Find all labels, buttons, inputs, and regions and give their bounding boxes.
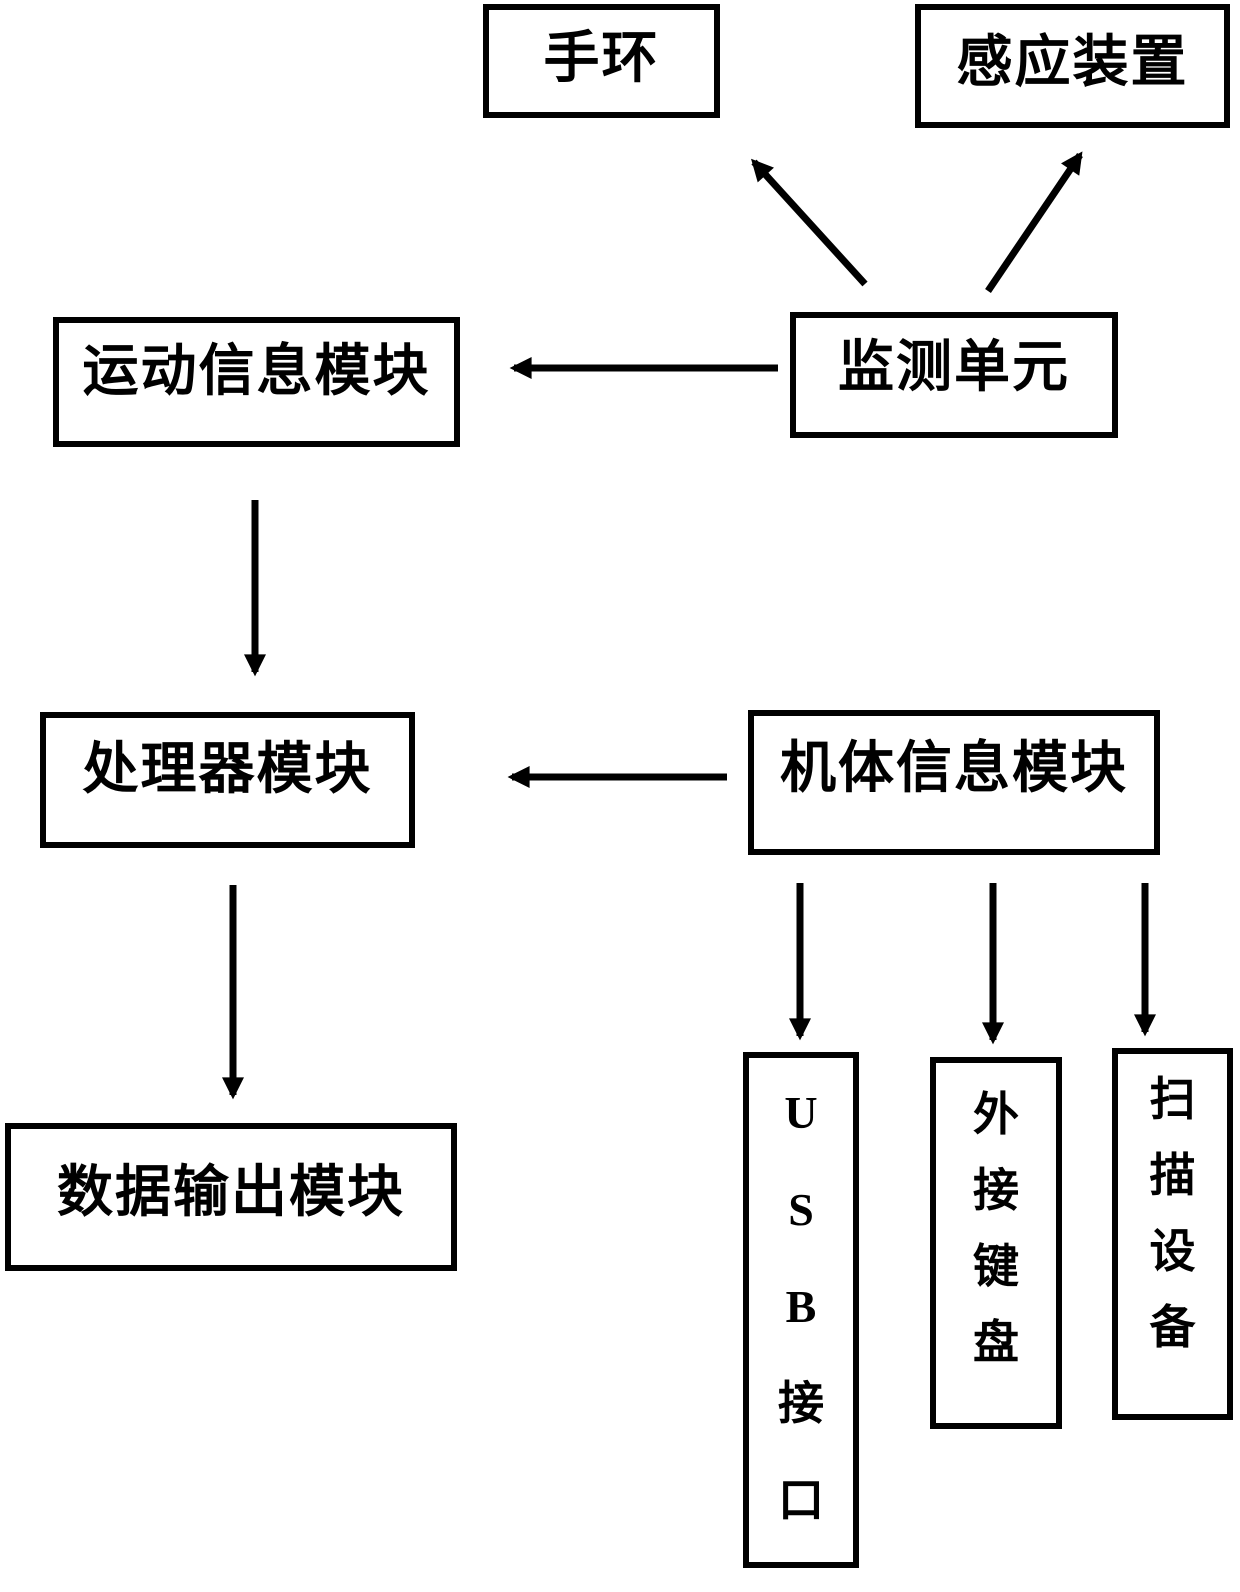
node-data-output-module-label: 数据输出模块 — [57, 1162, 405, 1224]
node-external-keyboard: 外接键盘 — [930, 1057, 1062, 1429]
arrow-monitor-to-bracelet — [751, 158, 868, 287]
node-monitoring-unit: 监测单元 — [790, 312, 1118, 438]
node-motion-info-module: 运动信息模块 — [53, 317, 460, 447]
node-usb-port-label: USB接口 — [778, 1087, 824, 1526]
node-scanning-device: 扫描设备 — [1112, 1048, 1233, 1420]
node-bracelet-label: 手环 — [543, 28, 660, 90]
node-scanning-device-label: 扫描设备 — [1149, 1074, 1196, 1353]
node-usb-port: USB接口 — [743, 1052, 859, 1568]
node-body-info-module: 机体信息模块 — [748, 710, 1160, 855]
node-external-keyboard-label: 外接键盘 — [973, 1089, 1019, 1368]
node-monitoring-unit-label: 监测单元 — [838, 337, 1070, 399]
node-processor-module-label: 处理器模块 — [82, 739, 373, 801]
node-data-output-module: 数据输出模块 — [5, 1123, 457, 1271]
node-bracelet: 手环 — [483, 4, 720, 118]
node-sensing-device: 感应装置 — [915, 4, 1230, 128]
node-sensing-device-label: 感应装置 — [956, 32, 1189, 94]
node-body-info-module-label: 机体信息模块 — [780, 737, 1128, 800]
node-processor-module: 处理器模块 — [40, 712, 415, 848]
node-motion-info-module-label: 运动信息模块 — [82, 341, 431, 403]
arrow-monitor-to-sensor — [985, 151, 1083, 293]
